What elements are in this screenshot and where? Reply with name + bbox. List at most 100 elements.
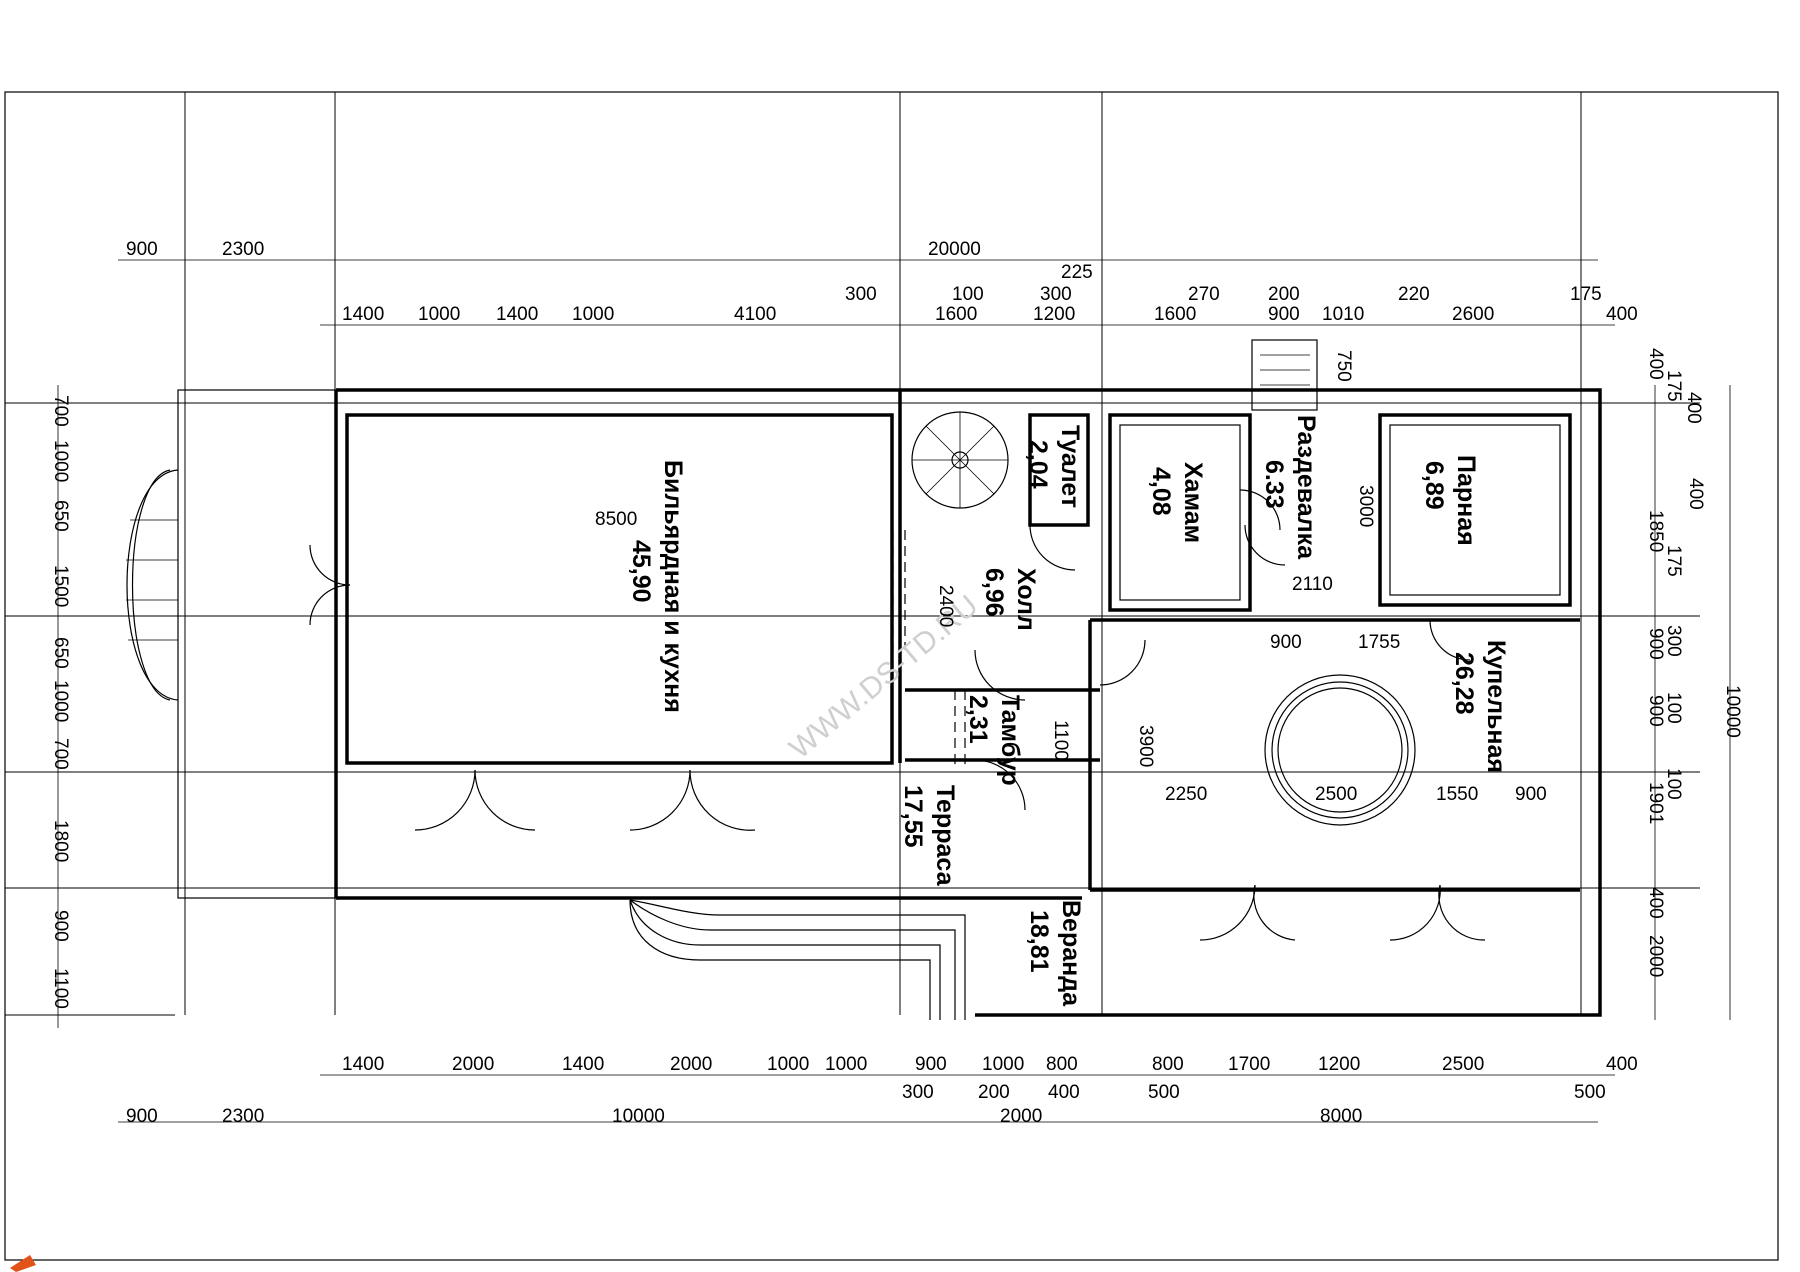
dim-inner-3: 3900 <box>1135 725 1156 767</box>
top-dimensions: 900 2300 20000 300 100 300 225 270 200 2… <box>126 239 1638 325</box>
room-area-billiard: 45,90 <box>627 540 655 603</box>
dim-inner-5: 3000 <box>1355 485 1376 527</box>
dim-right-10: 100 <box>1663 768 1684 800</box>
spiral-staircase <box>911 411 1009 509</box>
dim-inner-4: 750 <box>1333 350 1354 382</box>
room-area-bath: 26,28 <box>1450 652 1478 715</box>
room-area-hall: 6,96 <box>980 568 1008 617</box>
room-name-changing: Раздевалка <box>1292 415 1320 560</box>
dim-top-2-3: 225 <box>1061 262 1093 283</box>
room-name-veranda: Веранда <box>1057 900 1085 1007</box>
walls <box>334 388 1602 1017</box>
room-area-hamam: 4,08 <box>1147 467 1175 516</box>
room-name-bath: Купельная <box>1482 640 1510 773</box>
dim-inner-11: 1550 <box>1436 784 1478 805</box>
dim-right-total: 10000 <box>1722 685 1743 738</box>
dim-left-3: 1500 <box>50 565 71 607</box>
dim-bot-1-9: 800 <box>1152 1054 1184 1075</box>
dim-inner-1: 2400 <box>935 585 956 627</box>
dim-inner-10: 2500 <box>1315 784 1357 805</box>
dim-left-7: 1800 <box>50 820 71 862</box>
room-name-tambour: Тамбур <box>996 695 1024 786</box>
dim-right-11: 1901 <box>1645 782 1666 824</box>
dim-top-3-2: 1400 <box>496 304 538 325</box>
dim-inner-8: 1755 <box>1358 632 1400 653</box>
dim-inner-0: 8500 <box>595 509 637 530</box>
dim-inner-9: 2250 <box>1165 784 1207 805</box>
dim-bot-1-10: 1700 <box>1228 1054 1270 1075</box>
room-name-hamam: Хамам <box>1179 462 1207 543</box>
sheet-frame <box>4 91 1779 1261</box>
inner-dimensions: 8500 2400 1100 3900 750 3000 2110 900 17… <box>595 350 1547 805</box>
room-name-steam: Парная <box>1452 455 1480 546</box>
dim-right-2: 400 <box>1683 392 1704 424</box>
dim-left-2: 650 <box>50 500 71 532</box>
construction-grid <box>5 92 1700 1016</box>
dim-left-5: 1000 <box>50 680 71 722</box>
room-name-terrace: Терраса <box>931 785 959 887</box>
dim-left-4: 650 <box>50 637 71 669</box>
dim-top-1-1: 2300 <box>222 239 264 260</box>
dim-bot-1-6: 900 <box>915 1054 947 1075</box>
dim-top-3-10: 2600 <box>1452 304 1494 325</box>
dim-bot-1-4: 1000 <box>767 1054 809 1075</box>
dim-right-3: 400 <box>1685 478 1706 510</box>
dim-bot-3-4: 8000 <box>1320 1106 1362 1127</box>
dim-right-0: 400 <box>1645 348 1666 380</box>
dim-left-8: 900 <box>50 910 71 942</box>
dim-bot-1-3: 2000 <box>670 1054 712 1075</box>
dim-bot-1-12: 2500 <box>1442 1054 1484 1075</box>
dim-left-9: 1100 <box>50 968 71 1009</box>
dim-top-3-1: 1000 <box>418 304 460 325</box>
dim-top-3-0: 1400 <box>342 304 384 325</box>
dim-left-6: 700 <box>50 738 71 770</box>
dim-bot-3-1: 2300 <box>222 1106 264 1127</box>
dim-top-3-4: 4100 <box>734 304 776 325</box>
dim-bot-1-1: 2000 <box>452 1054 494 1075</box>
dim-bot-2-2: 400 <box>1048 1082 1080 1103</box>
left-deck <box>126 389 337 899</box>
dim-top-3-5: 1600 <box>935 304 977 325</box>
dim-top-3-7: 1600 <box>1154 304 1196 325</box>
dim-left-1: 1000 <box>50 440 71 482</box>
dim-bot-1-0: 1400 <box>342 1054 384 1075</box>
dim-top-2-2: 300 <box>1040 284 1072 305</box>
dim-top-2-5: 200 <box>1268 284 1300 305</box>
dim-top-3-11: 400 <box>1606 304 1638 325</box>
dim-right-4: 1850 <box>1645 510 1666 552</box>
dim-bot-1-7: 1000 <box>982 1054 1024 1075</box>
dim-top-2-4: 270 <box>1188 284 1220 305</box>
bottom-dimensions: 1400 2000 1400 2000 1000 1000 900 1000 8… <box>126 1054 1638 1127</box>
dim-bot-1-11: 1200 <box>1318 1054 1360 1075</box>
dim-bot-3-2: 10000 <box>612 1106 665 1127</box>
room-name-billiard: Бильярдная и кухня <box>659 460 687 713</box>
dim-bot-2-3: 500 <box>1148 1082 1180 1103</box>
dim-right-6: 300 <box>1663 625 1684 657</box>
dim-left-0: 700 <box>50 395 71 427</box>
dim-right-5: 175 <box>1663 545 1684 577</box>
dimension-lines <box>57 259 1731 1123</box>
plunge-pool <box>1264 674 1416 826</box>
dim-right-9: 900 <box>1645 695 1666 727</box>
dim-right-13: 2000 <box>1645 935 1666 977</box>
dashed-openings <box>892 530 966 765</box>
dim-bot-2-4: 500 <box>1574 1082 1606 1103</box>
dim-top-2-7: 175 <box>1570 284 1602 305</box>
terrace-steps <box>629 899 966 1020</box>
dim-top-3-3: 1000 <box>572 304 614 325</box>
dim-inner-7: 900 <box>1270 632 1302 653</box>
room-name-hall: Холл <box>1012 568 1040 631</box>
dim-bot-3-3: 2000 <box>1000 1106 1042 1127</box>
right-dimensions: 400 175 400 400 1850 175 300 900 100 900… <box>1645 348 1743 977</box>
dim-inner-6: 2110 <box>1292 574 1333 595</box>
dim-inner-12: 900 <box>1515 784 1547 805</box>
dim-right-1: 175 <box>1663 370 1684 402</box>
dim-bot-1-2: 1400 <box>562 1054 604 1075</box>
dim-top-1-0: 900 <box>126 239 158 260</box>
dim-top-2-1: 100 <box>952 284 984 305</box>
dim-right-8: 100 <box>1663 692 1684 724</box>
dim-inner-2: 1100 <box>1050 720 1071 761</box>
dim-top-2-6: 220 <box>1398 284 1430 305</box>
dim-bot-2-1: 200 <box>978 1082 1010 1103</box>
